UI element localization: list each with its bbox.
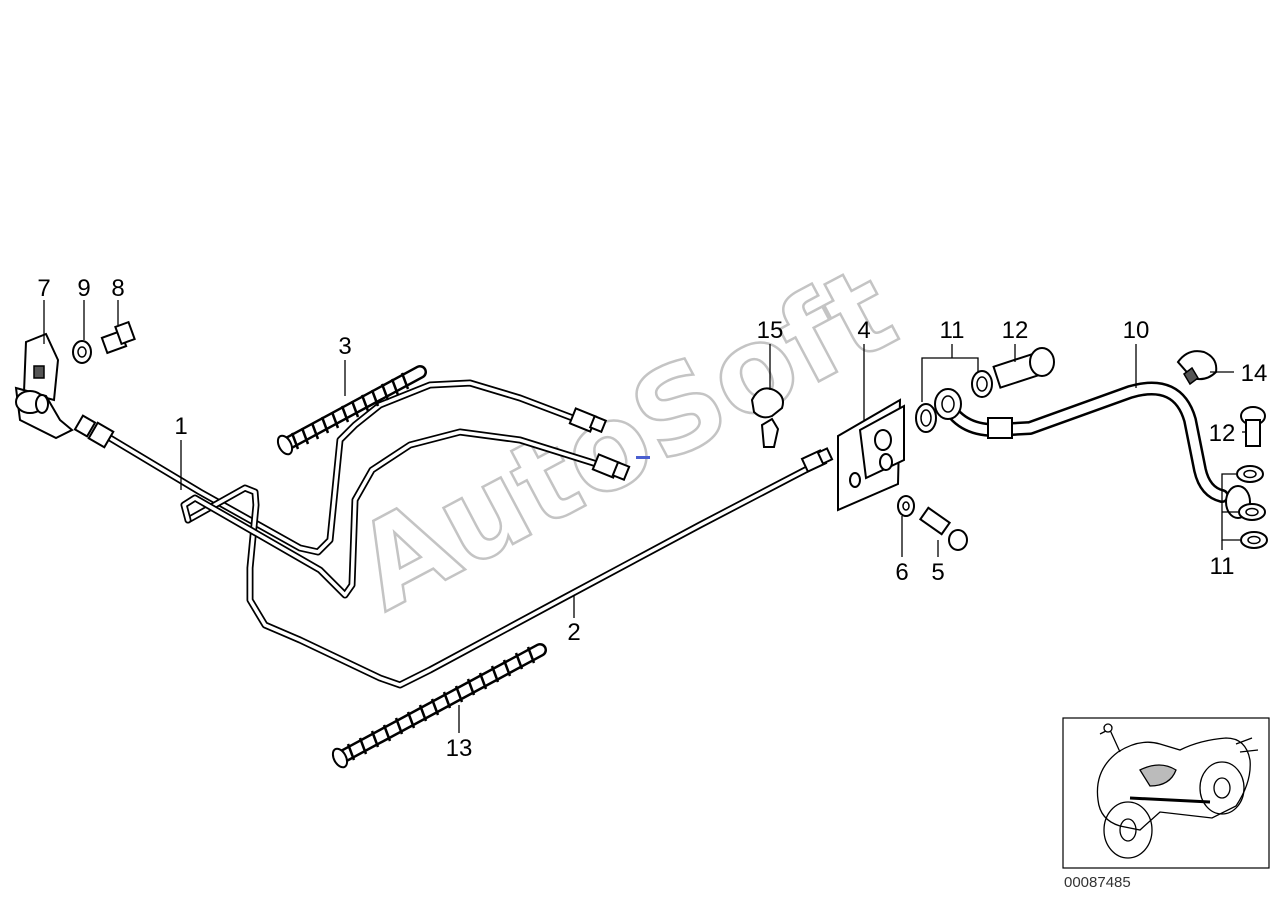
callout-5: 5	[931, 559, 944, 586]
callout-12-lower: 12	[1209, 420, 1236, 447]
callout-4: 4	[857, 317, 870, 344]
callouts: 7 9 8 3 1 2 13 15 4 6 5 11 12 10 14 12 1…	[37, 275, 1267, 762]
line-fitting-mid-right	[591, 453, 631, 482]
spiral-sleeve-upper	[276, 365, 427, 456]
line-fitting-upper-right	[568, 407, 608, 434]
banjo-bolt-lower	[1240, 406, 1266, 447]
brake-line-1	[96, 379, 582, 556]
callout-11-lower: 11	[1210, 553, 1235, 580]
banjo-bolt-upper	[992, 347, 1055, 389]
callout-8: 8	[111, 275, 124, 302]
bolt-left	[100, 320, 136, 355]
sealing-ring-upper-1	[915, 403, 937, 433]
bracket-right	[837, 398, 905, 512]
line-fitting-left	[73, 414, 115, 449]
leader-lines	[43, 300, 1246, 733]
blue-marker	[636, 456, 650, 459]
washer-left	[72, 340, 92, 364]
callout-13: 13	[446, 735, 473, 762]
brake-hose	[934, 381, 1251, 519]
washer-right	[897, 495, 915, 517]
bracket-left	[14, 332, 74, 440]
callout-10: 10	[1123, 317, 1150, 344]
sealing-ring-lower-3	[1240, 531, 1268, 549]
sealing-ring-lower-2	[1238, 503, 1266, 521]
sealing-ring-upper-2	[971, 370, 993, 398]
diagram-number: 00087485	[1064, 874, 1131, 891]
watermark-text: AutoSoft	[333, 239, 916, 636]
callout-11-upper: 11	[940, 317, 965, 344]
brake-line-2	[180, 428, 819, 689]
clip-part	[750, 387, 784, 448]
callout-9: 9	[77, 275, 90, 302]
callout-7: 7	[37, 275, 50, 302]
bolt-right	[918, 506, 968, 551]
callout-6: 6	[895, 559, 908, 586]
sealing-ring-lower-1	[1236, 465, 1264, 483]
spiral-sleeve-lower	[331, 643, 547, 769]
callout-2: 2	[567, 619, 580, 646]
callout-15: 15	[757, 317, 784, 344]
line-fitting-right-end	[800, 447, 834, 473]
callout-1: 1	[174, 413, 187, 440]
hose-clamp	[1176, 350, 1218, 386]
callout-12-upper: 12	[1002, 317, 1029, 344]
callout-14: 14	[1241, 360, 1268, 387]
motorcycle-thumbnail: 00087485	[1062, 717, 1270, 891]
callout-3: 3	[338, 333, 351, 360]
